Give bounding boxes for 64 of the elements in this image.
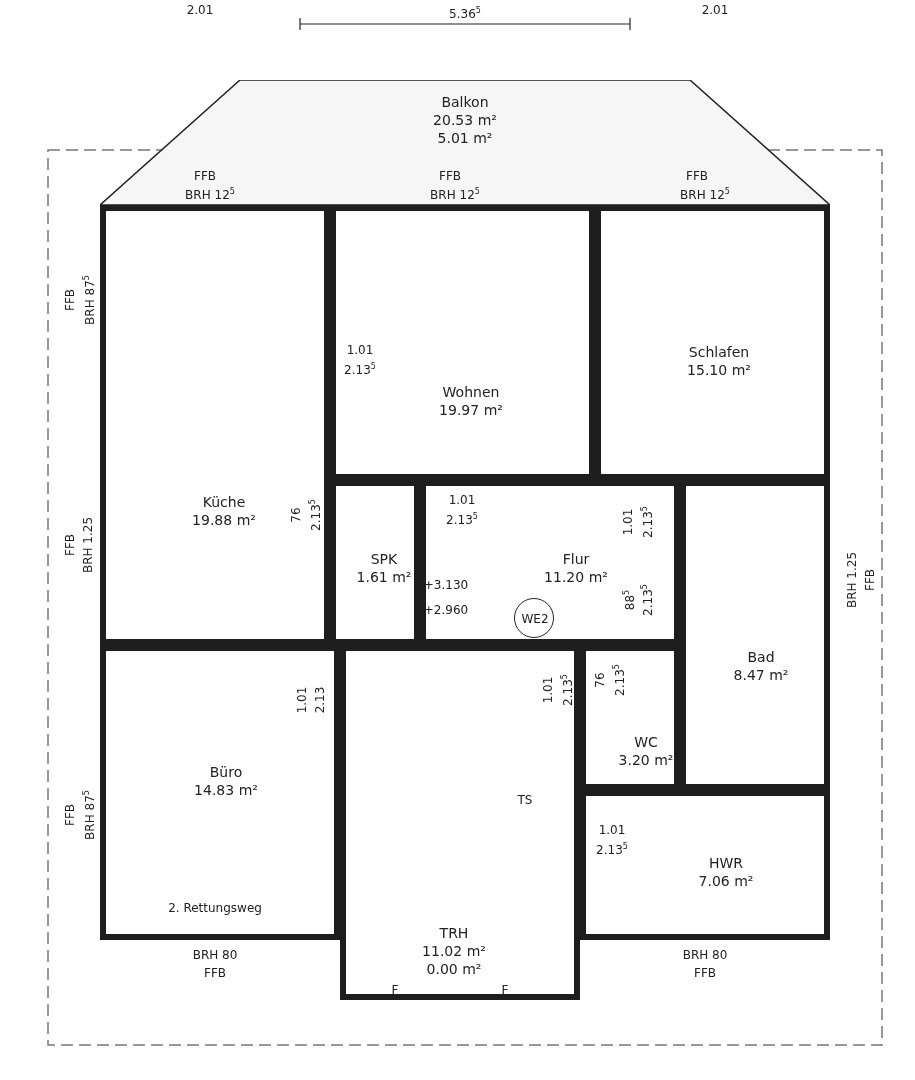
dimension-label: 2.13$^{5}$ — [596, 840, 628, 857]
room-area: 5.01 m² — [433, 129, 497, 147]
dimension-label: 1.01 — [621, 508, 635, 536]
room-area: 20.53 m² — [433, 111, 497, 129]
dimension-label: BRH 12$^{5}$ — [430, 185, 480, 202]
dimension-label: FFB — [63, 289, 77, 311]
dimension-label: 76 — [593, 672, 607, 688]
dimension-label: FFB — [63, 804, 77, 826]
room-area: 3.20 m² — [618, 751, 674, 769]
dimension-label: FFB — [694, 966, 716, 980]
room-area: 19.97 m² — [439, 401, 503, 419]
room-name: SPK — [369, 550, 399, 568]
room-name: HWR — [707, 854, 745, 872]
dimension-label: 2.13 — [313, 686, 327, 714]
dimension-label: 2.01 — [701, 3, 729, 17]
balcony — [100, 80, 830, 205]
room-area: 19.88 m² — [192, 511, 256, 529]
dimension-label: 1.01 — [346, 343, 374, 357]
dimension-label: BRH 80 — [192, 948, 238, 962]
dimension-label: FFB — [204, 966, 226, 980]
room-area: 14.83 m² — [194, 781, 258, 799]
dimension-label: 5.36$^{5}$ — [449, 4, 481, 21]
dimension-label: 2.13$^{5}$ — [344, 360, 376, 377]
dimension-label: FFB — [439, 169, 461, 183]
dimension-label: F — [501, 983, 509, 997]
room-name: Bad — [746, 648, 776, 666]
dimension-label: 2.13$^{5}$ — [446, 510, 478, 527]
dimension-label: F — [391, 983, 399, 997]
dimension-label: BRH 12$^{5}$ — [185, 185, 235, 202]
note-label: 2. Rettungsweg — [168, 901, 262, 915]
room-name: Balkon — [440, 93, 490, 111]
dimension-label: BRH 1.25 — [81, 516, 95, 574]
room-area: 1.61 m² — [356, 568, 412, 586]
room-name: Wohnen — [441, 383, 501, 401]
dimension-label: 76 — [289, 507, 303, 523]
room-name: Küche — [201, 493, 247, 511]
dimension-label: FFB — [686, 169, 708, 183]
room-name: WC — [633, 733, 659, 751]
dimension-label: FFB — [863, 569, 877, 591]
dimension-label: BRH 1.25 — [845, 551, 859, 609]
room-name: Schlafen — [687, 343, 751, 361]
room-area: 7.06 m² — [698, 872, 754, 890]
dimension-label: FFB — [194, 169, 216, 183]
room-area: 11.02 m² — [422, 942, 486, 960]
dimension-label: TS — [517, 793, 533, 807]
marker-circle — [514, 598, 554, 638]
marker-label: WE2 — [521, 611, 549, 628]
room-name: TRH — [438, 924, 470, 942]
dimension-label: BRH 80 — [682, 948, 728, 962]
room-area: 15.10 m² — [687, 361, 751, 379]
dimension-label: 1.01 — [541, 676, 555, 704]
dimension-label: FFB — [63, 534, 77, 556]
dimension-label: +3.130 — [423, 578, 469, 592]
room-area: 0.00 m² — [422, 960, 486, 978]
dimension-label: BRH 12$^{5}$ — [680, 185, 730, 202]
dimension-label: 1.01 — [448, 493, 476, 507]
dimension-label: 2.01 — [186, 3, 214, 17]
room-name: Flur — [561, 550, 591, 568]
room-area: 11.20 m² — [544, 568, 608, 586]
dimension-label: 1.01 — [295, 686, 309, 714]
room-area: 8.47 m² — [733, 666, 789, 684]
room-name: Büro — [208, 763, 244, 781]
dimension-label: +2.960 — [423, 603, 469, 617]
dimension-label: 1.01 — [598, 823, 626, 837]
